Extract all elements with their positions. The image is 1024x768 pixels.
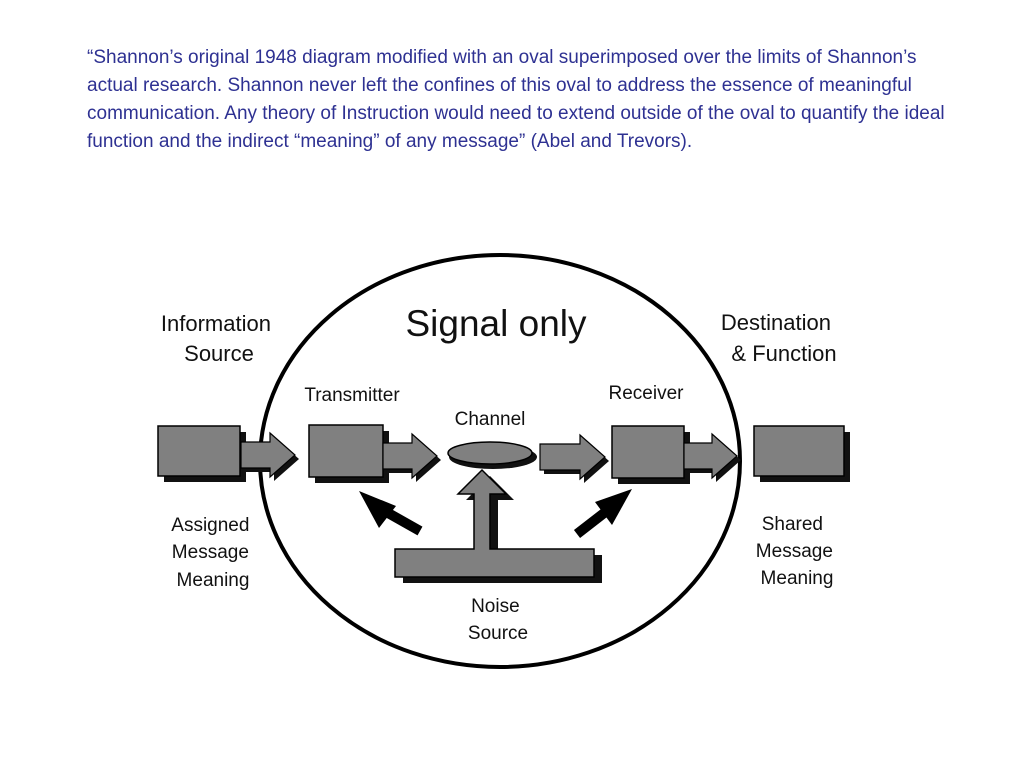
shared-meaning-label: Shared Message Meaning: [756, 514, 838, 589]
information-source-label: Information Source: [161, 311, 277, 366]
arrow-receiver-to-destination: [683, 432, 741, 482]
receiver-box: [611, 425, 690, 484]
channel-label: Channel: [455, 409, 526, 430]
noise-arrow-to-transmitter: [359, 491, 423, 536]
noise-source-label: Noise Source: [468, 596, 528, 644]
noise-source-box: [394, 468, 602, 583]
caption: “Shannon’s original 1948 diagram modifie…: [87, 47, 945, 152]
transmitter-box: [308, 424, 389, 483]
destination-label: Destination & Function: [721, 310, 837, 366]
destination-box: [753, 425, 850, 482]
arrow-source-to-transmitter: [240, 431, 299, 481]
title-label: Signal only: [405, 303, 587, 344]
arrow-channel-to-receiver: [539, 433, 609, 483]
arrow-transmitter-to-channel: [382, 432, 441, 482]
transmitter-label: Transmitter: [304, 385, 400, 406]
assigned-meaning-label: Assigned Message Meaning: [171, 515, 254, 591]
channel-disk: [447, 441, 537, 469]
information-source-box: [157, 425, 246, 482]
noise-arrow-to-receiver: [573, 489, 632, 538]
receiver-label: Receiver: [609, 383, 685, 404]
